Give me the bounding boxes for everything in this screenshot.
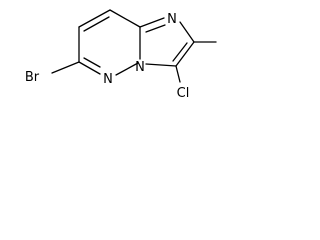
atom-label-bromine: Br xyxy=(25,70,40,85)
bond-n5-c6-inner xyxy=(83,57,101,68)
bond-c7-c8 xyxy=(78,9,111,28)
six-membered-ring xyxy=(78,9,141,76)
bond-n5-c6 xyxy=(78,61,101,75)
atom-label-nitrogen-imidazole: N xyxy=(167,12,177,27)
five-membered-ring xyxy=(139,17,195,67)
atom-label-nitrogen-bridgehead: N xyxy=(135,60,145,75)
bond-c8-c8a xyxy=(109,9,141,28)
bond-c2-c3 xyxy=(175,41,195,67)
bond-c2-c3-inner xyxy=(172,42,188,62)
bond-c8a-n1-inner xyxy=(145,24,166,33)
bond-n1-c2 xyxy=(179,21,195,43)
bond-n4-n5 xyxy=(115,62,139,76)
bond-c3-cl xyxy=(175,65,181,83)
bond-c3-n4 xyxy=(145,63,177,67)
bond-c8a-n1 xyxy=(139,17,165,28)
atom-label-nitrogen-pyridazine: N xyxy=(103,72,113,87)
molecule-structure-diagram: Br Cl N N N xyxy=(25,9,217,101)
bond-c6-br xyxy=(51,61,80,74)
atom-label-chlorine: Cl xyxy=(177,86,190,101)
bond-c7-c8-inner xyxy=(83,16,110,32)
